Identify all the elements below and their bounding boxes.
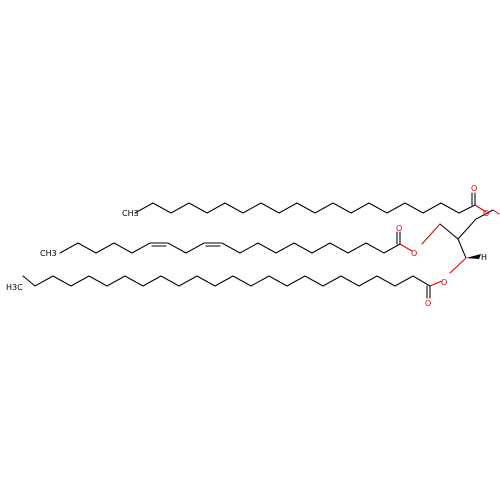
stereo-wedge [466, 254, 481, 259]
ch3-top-label: CH3 [122, 209, 139, 218]
carbonyl-oxygen-top: O [471, 184, 477, 193]
top-ester-chain [134, 192, 487, 214]
ester-oxygen-bottom: O [441, 278, 447, 287]
ester-oxygen-middle: O [411, 249, 417, 258]
ester-oxygen-top: O [483, 209, 489, 218]
bottom-ester-chain [22, 275, 443, 299]
carbonyl-oxygen-bottom: O [425, 299, 431, 308]
ch3-middle-label: CH3 [40, 249, 57, 258]
middle-ester-chain [59, 231, 413, 254]
glycerol-backbone [421, 209, 500, 274]
carbonyl-oxygen-middle: O [396, 224, 402, 233]
stereo-hydrogen: H [481, 253, 487, 262]
h3c-bottom-label: H3C [6, 283, 23, 292]
